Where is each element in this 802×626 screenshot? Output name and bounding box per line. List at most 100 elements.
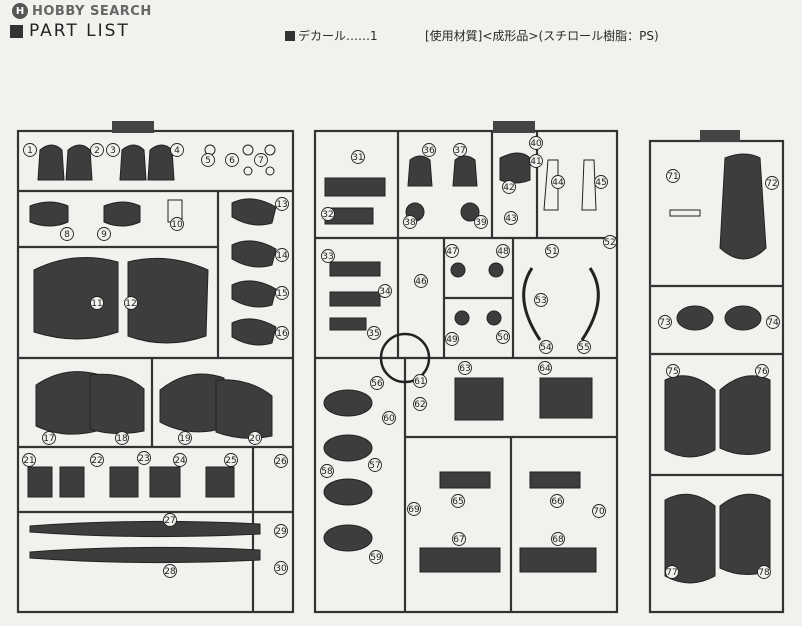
runner-tags: [112, 121, 740, 142]
svg-text:56: 56: [371, 379, 383, 389]
svg-text:43: 43: [505, 214, 516, 224]
svg-text:31: 31: [352, 153, 363, 163]
part-number-28: 28: [163, 564, 177, 578]
svg-text:4: 4: [174, 146, 180, 156]
svg-text:29: 29: [275, 527, 287, 537]
svg-text:62: 62: [414, 400, 425, 410]
svg-text:46: 46: [415, 277, 427, 287]
part-number-17: 17: [42, 431, 56, 445]
part-number-52: 52: [603, 235, 617, 249]
part-number-51: 51: [545, 244, 559, 258]
svg-text:70: 70: [593, 507, 605, 517]
part-number-71: 71: [666, 169, 680, 183]
svg-text:16: 16: [276, 329, 288, 339]
part-number-65: 65: [451, 494, 465, 508]
svg-text:22: 22: [91, 456, 102, 466]
part-number-18: 18: [115, 431, 129, 445]
part-number-13: 13: [275, 197, 289, 211]
svg-text:9: 9: [101, 230, 107, 240]
svg-text:23: 23: [138, 454, 149, 464]
svg-text:69: 69: [408, 505, 420, 515]
svg-text:12: 12: [125, 299, 136, 309]
svg-text:47: 47: [446, 247, 457, 257]
svg-text:51: 51: [546, 247, 557, 257]
svg-text:40: 40: [530, 139, 542, 149]
svg-text:42: 42: [503, 183, 514, 193]
part-number-57: 57: [368, 458, 382, 472]
svg-text:54: 54: [540, 343, 552, 353]
part-number-64: 64: [538, 361, 552, 375]
svg-text:2: 2: [94, 146, 100, 156]
svg-text:60: 60: [383, 414, 395, 424]
svg-text:5: 5: [205, 156, 211, 166]
part-number-44: 44: [551, 175, 565, 189]
svg-text:8: 8: [64, 230, 70, 240]
svg-text:44: 44: [552, 178, 564, 188]
part-number-78: 78: [757, 565, 771, 579]
svg-text:57: 57: [369, 461, 380, 471]
part-number-45: 45: [594, 175, 608, 189]
svg-text:18: 18: [116, 434, 128, 444]
svg-text:35: 35: [368, 329, 379, 339]
part-number-76: 76: [755, 364, 769, 378]
part-number-63: 63: [458, 361, 472, 375]
part-number-21: 21: [22, 453, 36, 467]
svg-text:71: 71: [667, 172, 678, 182]
logo-text: HOBBY SEARCH: [32, 3, 152, 19]
part-number-9: 9: [97, 227, 111, 241]
part-number-19: 19: [178, 431, 192, 445]
svg-text:24: 24: [174, 456, 186, 466]
part-number-24: 24: [173, 453, 187, 467]
part-number-8: 8: [60, 227, 74, 241]
svg-text:76: 76: [756, 367, 768, 377]
part-number-35: 35: [367, 326, 381, 340]
part-number-47: 47: [445, 244, 459, 258]
part-number-32: 32: [321, 207, 335, 221]
svg-text:17: 17: [43, 434, 54, 444]
part-number-59: 59: [369, 550, 383, 564]
part-number-58: 58: [320, 464, 334, 478]
runner-frames: [16, 129, 785, 614]
part-number-26: 26: [274, 454, 288, 468]
part-number-15: 15: [275, 286, 289, 300]
svg-text:26: 26: [275, 457, 287, 467]
part-number-22: 22: [90, 453, 104, 467]
part-number-66: 66: [550, 494, 564, 508]
logo-badge: H: [12, 3, 28, 19]
part-number-37: 37: [453, 143, 467, 157]
part-number-75: 75: [666, 364, 680, 378]
svg-text:10: 10: [171, 220, 183, 230]
part-number-48: 48: [496, 244, 510, 258]
svg-text:32: 32: [322, 210, 333, 220]
svg-text:77: 77: [666, 568, 677, 578]
svg-text:53: 53: [535, 296, 546, 306]
part-number-70: 70: [592, 504, 606, 518]
part-number-14: 14: [275, 248, 289, 262]
svg-text:66: 66: [551, 497, 563, 507]
part-number-42: 42: [502, 180, 516, 194]
part-number-4: 4: [170, 143, 184, 157]
part-number-74: 74: [766, 315, 780, 329]
hobby-search-logo: H HOBBY SEARCH: [12, 3, 152, 19]
svg-text:64: 64: [539, 364, 551, 374]
svg-text:3: 3: [110, 146, 116, 156]
part-number-23: 23: [137, 451, 151, 465]
part-number-10: 10: [170, 217, 184, 231]
part-number-46: 46: [414, 274, 428, 288]
decal-square-icon: [285, 30, 295, 41]
decal-label: デカール……1: [298, 29, 378, 43]
part-number-68: 68: [551, 532, 565, 546]
svg-text:65: 65: [452, 497, 463, 507]
title-square-icon: [10, 24, 23, 38]
part-number-25: 25: [224, 453, 238, 467]
part-number-5: 5: [201, 153, 215, 167]
svg-text:25: 25: [225, 456, 236, 466]
part-number-31: 31: [351, 150, 365, 164]
part-number-30: 30: [274, 561, 288, 575]
part-number-67: 67: [452, 532, 466, 546]
part-number-43: 43: [504, 211, 518, 225]
part-number-40: 40: [529, 136, 543, 150]
part-number-61: 61: [413, 374, 427, 388]
svg-text:28: 28: [164, 567, 176, 577]
